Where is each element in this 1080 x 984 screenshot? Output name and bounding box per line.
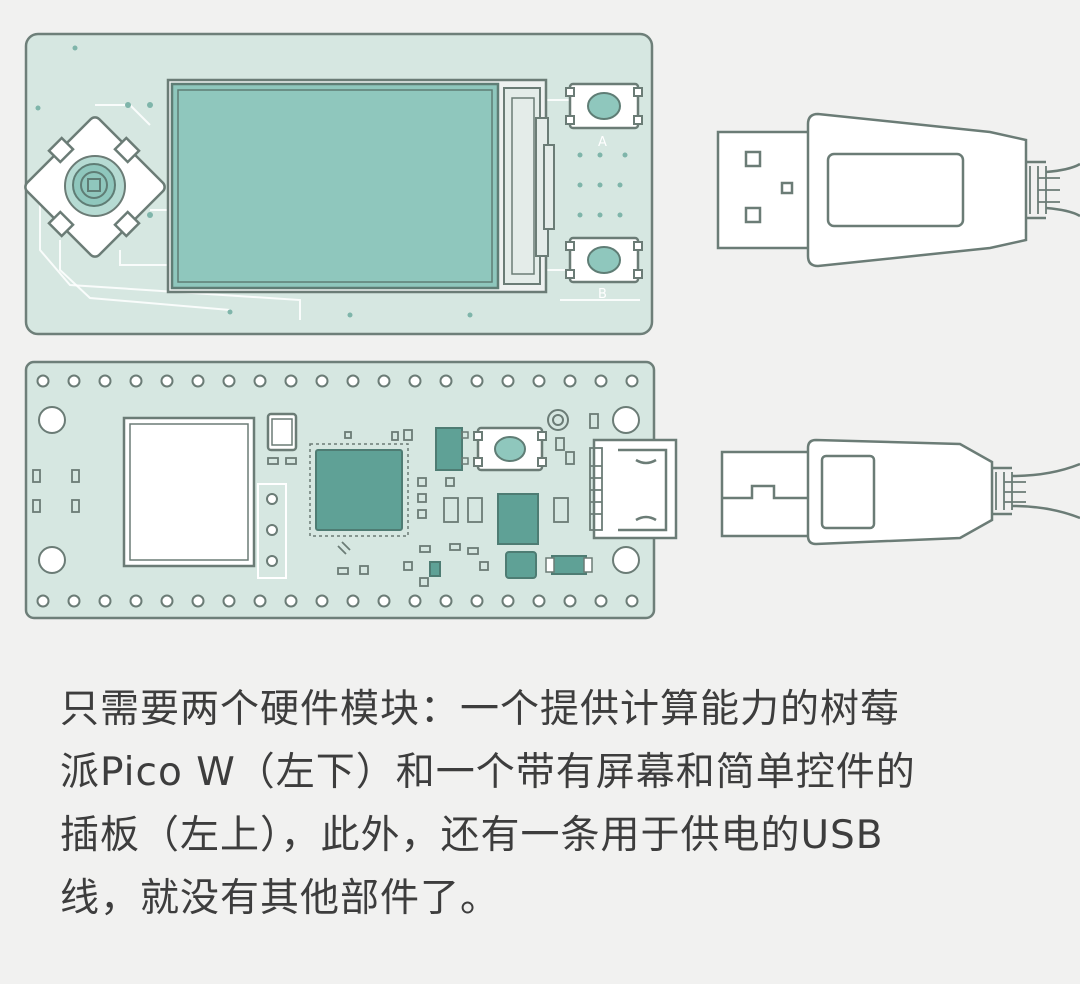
rp2040-chip xyxy=(309,443,409,537)
micro-usb-port xyxy=(589,438,678,540)
display-expansion-board: A B xyxy=(24,32,654,336)
bootsel-button xyxy=(473,426,547,472)
lcd-screen xyxy=(166,78,555,294)
pico-w-board xyxy=(24,360,678,620)
wifi-module xyxy=(122,416,256,568)
caption-paragraph: 只需要两个硬件模块：一个提供计算能力的树莓 派Pico W（左下）和一个带有屏幕… xyxy=(60,678,1020,930)
button-a-label: A xyxy=(598,135,607,150)
button-b: B xyxy=(565,236,643,302)
header-holes-top xyxy=(36,374,639,388)
button-b-label: B xyxy=(598,287,607,302)
caption-line: 线，就没有其他部件了。 xyxy=(60,876,501,921)
mounting-holes xyxy=(38,406,640,574)
caption-line: 插板（左上），此外，还有一条用于供电的USB xyxy=(60,813,884,858)
hardware-illustration: A B xyxy=(24,32,1080,620)
board-dots xyxy=(35,45,628,318)
button-a: A xyxy=(565,82,643,150)
caption-line: 派Pico W（左下）和一个带有屏幕和简单控件的 xyxy=(60,750,916,795)
joystick xyxy=(24,116,166,258)
caption-line: 只需要两个硬件模块：一个提供计算能力的树莓 xyxy=(60,687,901,732)
small-components xyxy=(267,409,599,587)
usb-a-connector xyxy=(716,112,1080,268)
micro-usb-plug xyxy=(720,438,1080,546)
debug-header xyxy=(257,483,287,579)
header-holes-bottom xyxy=(36,594,639,608)
flash-chip xyxy=(266,412,298,452)
smd-pads-left xyxy=(32,469,80,513)
